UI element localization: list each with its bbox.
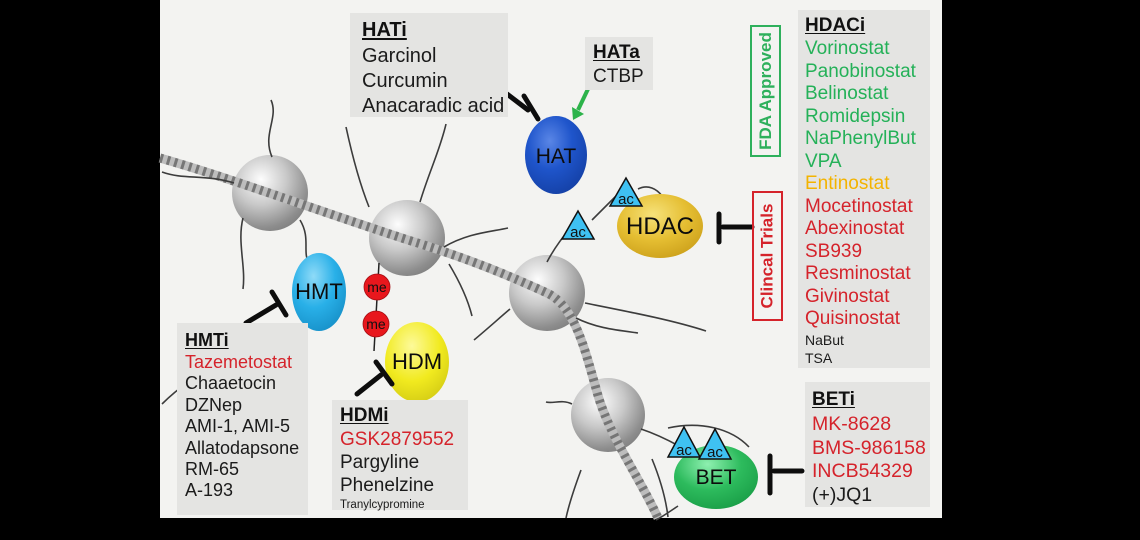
hmt-label: HMT bbox=[295, 279, 343, 304]
acetyl-triangle bbox=[608, 176, 644, 207]
hdmi-title: HDMi bbox=[340, 404, 468, 428]
hati-title: HATi bbox=[362, 17, 508, 44]
hdmi-box: HDMi GSK2879552 Pargyline Phenelzine Tra… bbox=[332, 400, 468, 511]
drug-item: (+)JQ1 bbox=[812, 483, 873, 506]
drug-item: Curcumin bbox=[362, 70, 448, 92]
drug-item: Givinostat bbox=[805, 285, 890, 307]
drug-item: Quisinostat bbox=[805, 308, 901, 329]
drug-item: BMS-986158 bbox=[812, 436, 926, 459]
drug-item: DZNep bbox=[185, 394, 243, 415]
bet-label: BET bbox=[696, 466, 737, 489]
drug-item: Pargyline bbox=[340, 452, 420, 473]
drug-item: Garcinol bbox=[362, 45, 437, 67]
hata-activates-hat-arrow bbox=[572, 88, 590, 120]
clinical-trials-label: Clincal Trials bbox=[757, 203, 777, 309]
drug-item: INCB54329 bbox=[812, 460, 913, 482]
hdaci-box: HDACi Vorinostat Panobinostat Belinostat… bbox=[798, 10, 930, 368]
fda-approved-label: FDA Approved bbox=[755, 32, 775, 150]
svg-text:ac: ac bbox=[570, 224, 586, 241]
drug-item: RM-65 bbox=[185, 459, 240, 480]
drug-item: Vorinostat bbox=[805, 38, 890, 59]
hdmi-inhibits-hdm-arrow bbox=[354, 359, 395, 397]
methyl-marks: me me bbox=[362, 262, 391, 352]
drug-item: A-193 bbox=[185, 480, 234, 501]
beti-box: BETi MK-8628 BMS-986158 INCB54329 (+)JQ1 bbox=[805, 382, 930, 507]
acetyl-labels: ac ac ac ac bbox=[570, 191, 723, 461]
drug-item: Panobinostat bbox=[805, 60, 916, 82]
bet-node bbox=[674, 445, 758, 509]
svg-text:ac: ac bbox=[707, 444, 723, 461]
hdm-node bbox=[385, 322, 449, 402]
drug-item: Tranylcypromine bbox=[340, 499, 425, 511]
hdac-node bbox=[617, 194, 703, 258]
hat-label: HAT bbox=[536, 145, 577, 168]
drug-item: Tazemetostat bbox=[185, 352, 293, 372]
drug-item: SB939 bbox=[805, 240, 863, 262]
hmt-node bbox=[292, 253, 346, 331]
drug-item: CTBP bbox=[593, 66, 644, 87]
hata-title-text: HATa bbox=[593, 42, 640, 63]
hat-node bbox=[525, 116, 587, 194]
hmti-title-text: HMTi bbox=[185, 330, 229, 350]
acetyl-marks bbox=[560, 176, 733, 460]
fda-approved-label-box: FDA Approved bbox=[750, 25, 781, 157]
hmti-inhibits-hmt-arrow bbox=[243, 289, 289, 326]
acetyl-triangle bbox=[560, 209, 596, 240]
drug-item: Abexinostat bbox=[805, 218, 905, 239]
drug-item: Romidepsin bbox=[805, 105, 906, 127]
hdm-label: HDM bbox=[392, 349, 442, 374]
hdaci-inhibits-hdac-arrow bbox=[716, 211, 755, 245]
hati-title-text: HATi bbox=[362, 19, 407, 41]
drug-item: Phenelzine bbox=[340, 475, 435, 496]
methyl-circle bbox=[362, 310, 390, 338]
drug-item: Allatodapsone bbox=[185, 437, 300, 458]
hata-title: HATa bbox=[593, 40, 653, 65]
hati-inhibits-hat-arrow bbox=[504, 91, 541, 122]
beti-inhibits-bet-arrow bbox=[767, 453, 805, 496]
hmti-box: HMTi Tazemetostat Chaaetocin DZNep AMI-1… bbox=[177, 323, 308, 515]
drug-item: GSK2879552 bbox=[340, 429, 455, 450]
methyl-label: me bbox=[367, 279, 387, 295]
drug-item: Resminostat bbox=[805, 263, 911, 284]
svg-text:ac: ac bbox=[618, 191, 634, 208]
inhibition-arrows bbox=[243, 91, 805, 496]
hata-box: HATa CTBP bbox=[585, 37, 653, 90]
clinical-trials-label-box: Clincal Trials bbox=[752, 191, 783, 321]
hdmi-title-text: HDMi bbox=[340, 405, 389, 426]
drug-item: Chaaetocin bbox=[185, 373, 277, 394]
svg-text:ac: ac bbox=[676, 442, 692, 459]
drug-item: Belinostat bbox=[805, 83, 889, 104]
drug-item: Mocetinostat bbox=[805, 195, 913, 217]
dna-strand bbox=[158, 153, 663, 520]
beti-title: BETi bbox=[812, 387, 930, 413]
drug-item: Anacaradic acid bbox=[362, 95, 505, 117]
hati-box: HATi Garcinol Curcumin Anacaradic acid bbox=[350, 13, 508, 117]
hdaci-title-text: HDACi bbox=[805, 15, 866, 36]
drug-item: TSA bbox=[805, 349, 833, 366]
hdaci-title: HDACi bbox=[805, 14, 930, 38]
hdac-label: HDAC bbox=[626, 213, 694, 240]
drug-item: NaPhenylBut bbox=[805, 128, 916, 149]
drug-item: Entinostat bbox=[805, 173, 890, 194]
drug-item: VPA bbox=[805, 150, 842, 172]
methyl-circle bbox=[363, 273, 391, 301]
acetyl-triangle bbox=[666, 425, 702, 458]
methyl-label: me bbox=[366, 316, 386, 332]
drug-item: AMI-1, AMI-5 bbox=[185, 416, 291, 437]
beti-title-text: BETi bbox=[812, 389, 855, 410]
drug-item: MK-8628 bbox=[812, 413, 892, 435]
drug-item: NaBut bbox=[805, 331, 844, 348]
acetyl-triangle bbox=[697, 427, 733, 460]
hmti-title: HMTi bbox=[185, 329, 308, 352]
